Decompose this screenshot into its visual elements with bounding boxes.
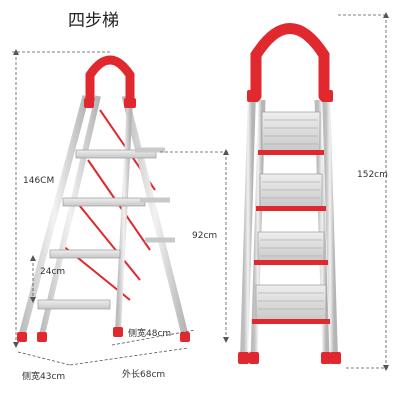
side-handle [85, 55, 135, 105]
side-joints [84, 98, 136, 108]
front-steps [252, 111, 330, 324]
rear-leg-b [115, 99, 133, 331]
back-leg-left [240, 91, 256, 359]
side-feet [17, 327, 190, 342]
front-step-1 [258, 111, 324, 155]
dimension-label-152cm: 152cm [357, 170, 388, 180]
dimension-arrowheads [13, 12, 389, 371]
front-step-4 [252, 284, 330, 324]
dimension-label-92cm: 92cm [192, 231, 218, 241]
dimension-label-side-width: 侧宽48cm [128, 329, 172, 339]
front-step-2 [256, 173, 326, 211]
dimension-lines [12, 14, 388, 369]
side-steps [37, 149, 157, 310]
dimension-label-146cm: 146CM [23, 176, 55, 186]
front-leg-b [39, 95, 101, 336]
front-joints [247, 90, 333, 102]
side-view-ladder [17, 55, 190, 342]
rear-leg-a [121, 95, 189, 336]
front-view-ladder [238, 23, 341, 364]
dimension-label-24cm: 24cm [40, 267, 66, 277]
dimension-label-bottom-width: 侧宽43cm [22, 372, 66, 382]
front-leg-left [250, 99, 266, 359]
back-leg-right [322, 91, 338, 359]
front-handle [250, 23, 330, 102]
front-feet [238, 352, 341, 364]
product-title: 四步梯 [68, 11, 119, 31]
front-step-3 [254, 231, 328, 265]
rear-bars [135, 147, 175, 243]
dimension-label-outer-length: 外长68cm [122, 370, 166, 380]
